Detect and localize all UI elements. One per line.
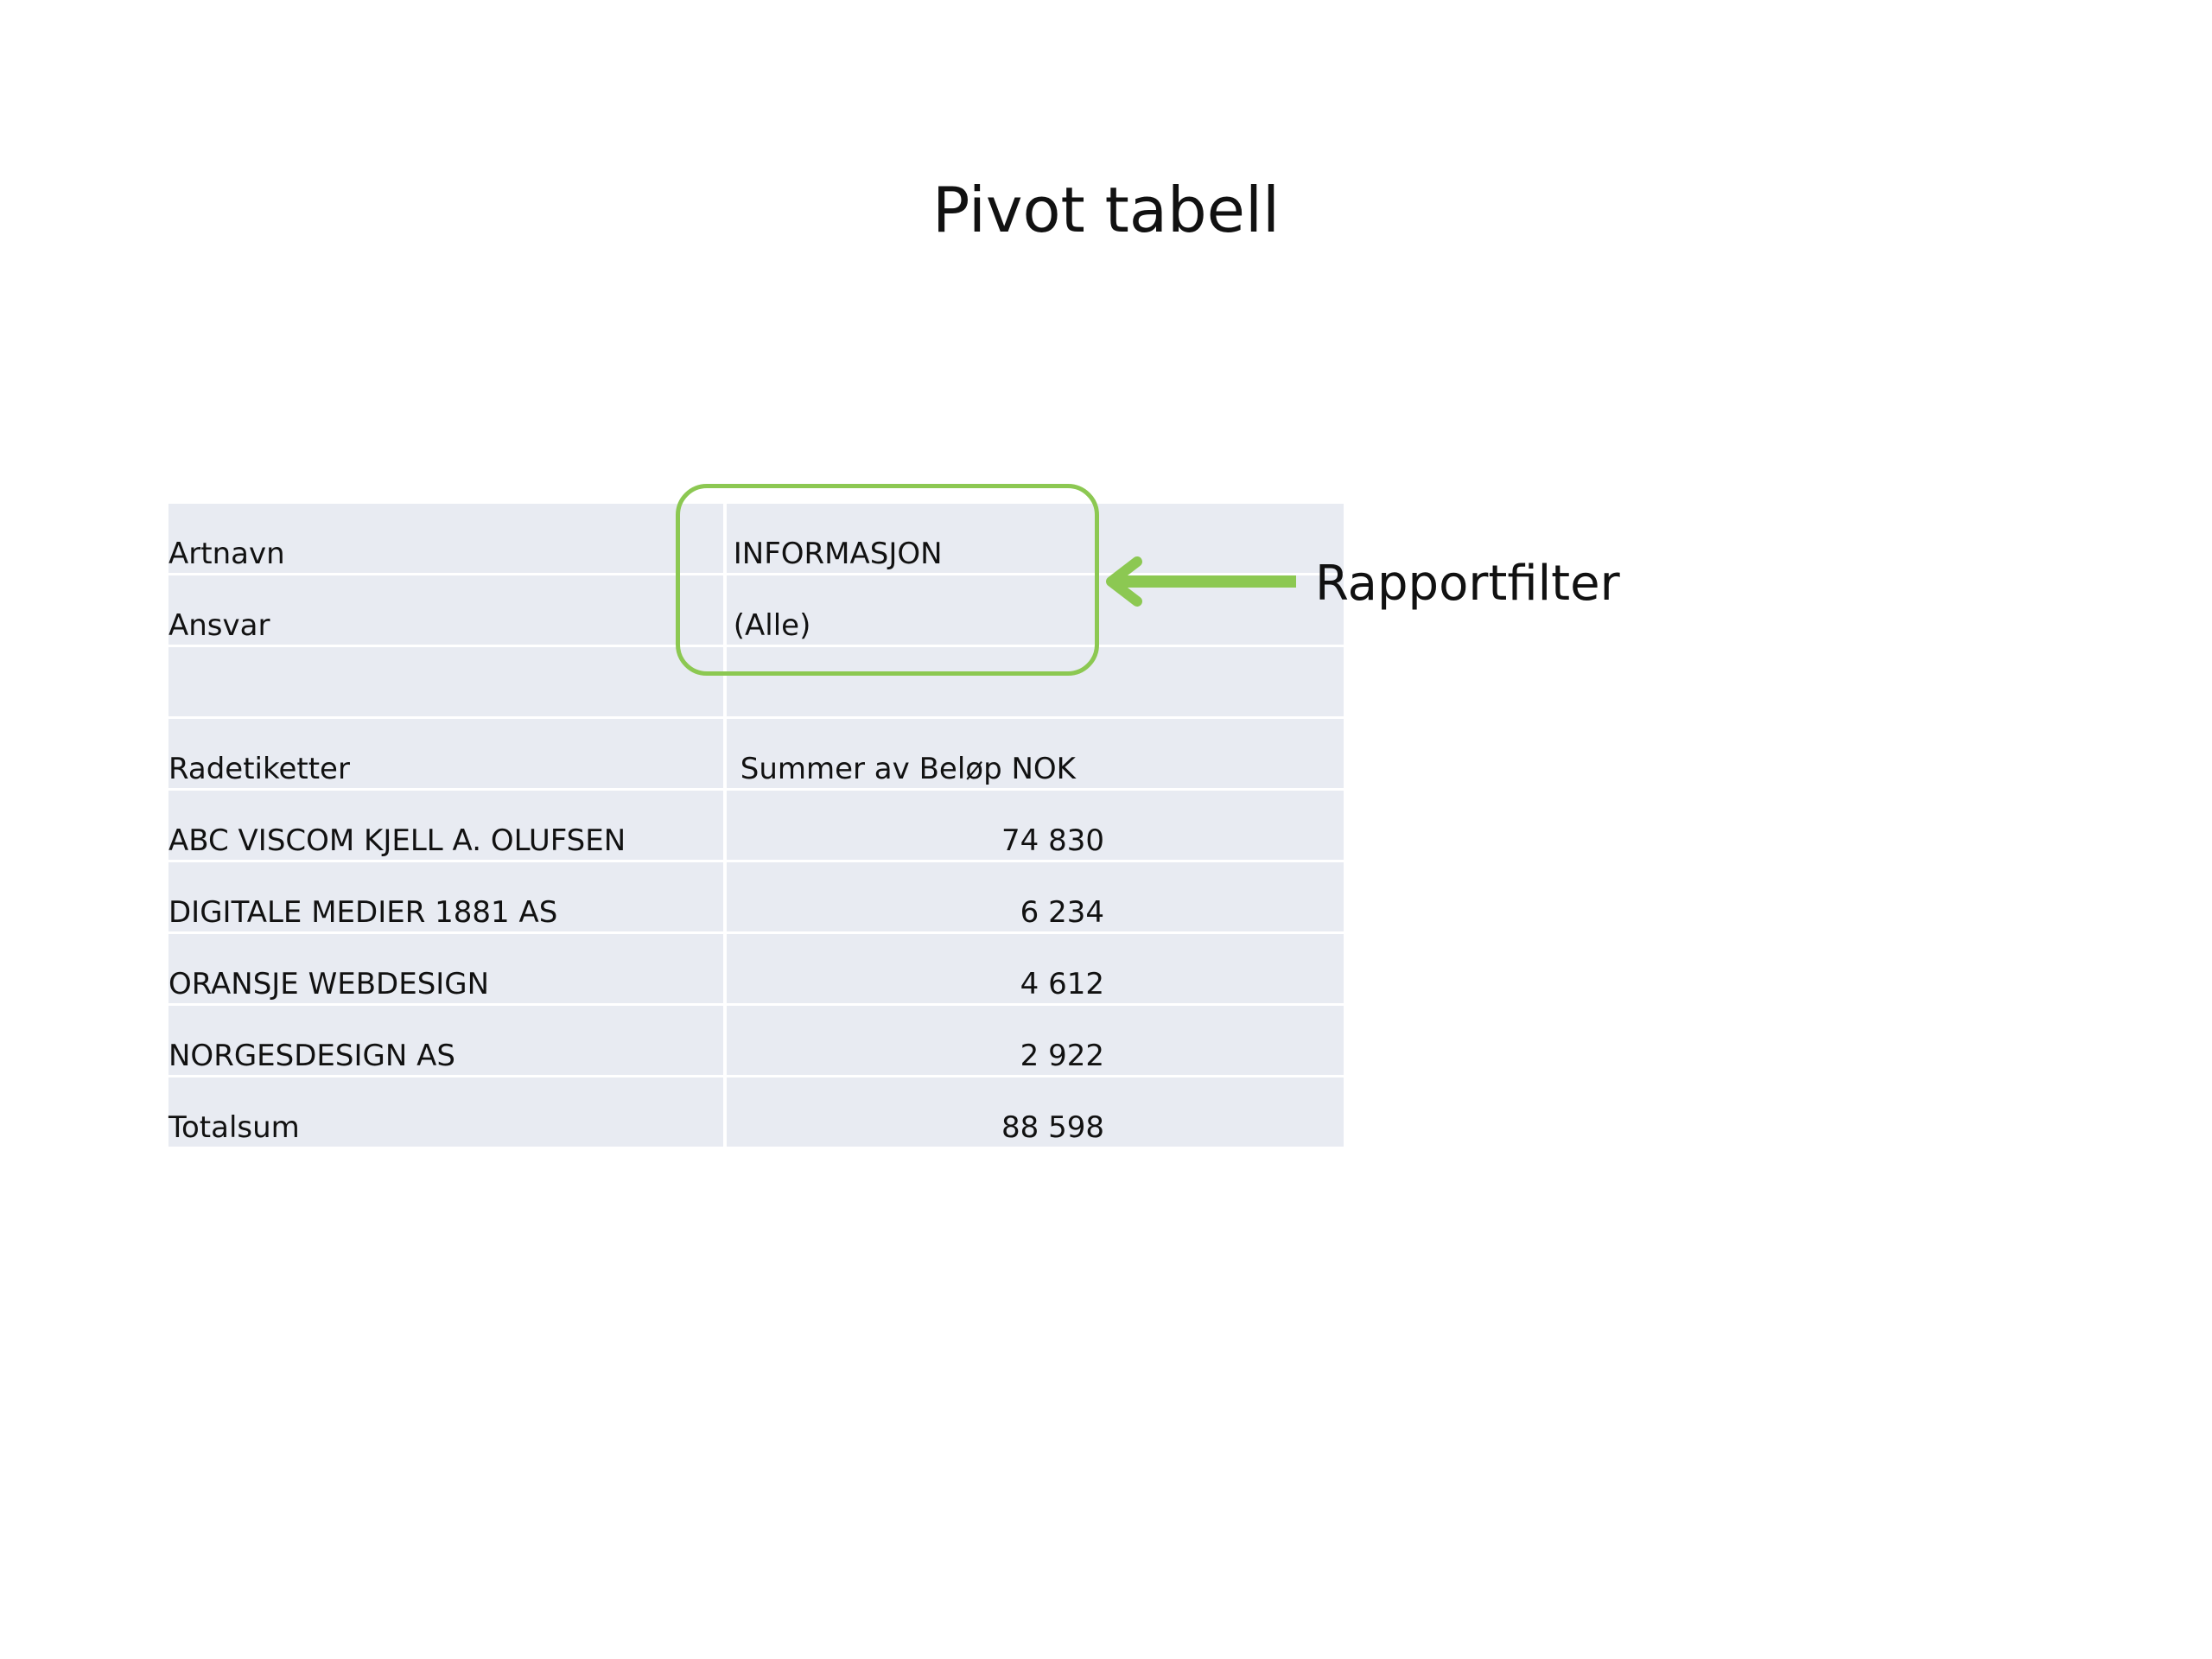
- row-labels-header[interactable]: Radetiketter: [168, 719, 727, 791]
- table-row: ABC VISCOM KJELL A. OLUFSEN 74 830: [168, 791, 1344, 862]
- arrow-left-icon: [1106, 556, 1296, 607]
- row-label: DIGITALE MEDIER 1881 AS: [168, 862, 727, 934]
- total-row: Totalsum 88 598: [168, 1077, 1344, 1147]
- slide-title: Pivot tabell: [932, 174, 1280, 246]
- row-label: ORANSJE WEBDESIGN: [168, 934, 727, 1006]
- row-value: 74 830: [726, 791, 1344, 862]
- filter-field-label: Ansvar: [168, 575, 727, 647]
- spacer-row: [168, 647, 1344, 719]
- row-label: ABC VISCOM KJELL A. OLUFSEN: [168, 791, 727, 862]
- filter-value-dropdown[interactable]: INFORMASJON: [726, 504, 1344, 575]
- value-header: Summer av Beløp NOK: [726, 719, 1344, 791]
- filter-row: Artnavn INFORMASJON: [168, 504, 1344, 575]
- table-row: ORANSJE WEBDESIGN 4 612: [168, 934, 1344, 1006]
- filter-row: Ansvar (Alle): [168, 575, 1344, 647]
- pivot-table: Artnavn INFORMASJON Ansvar (Alle) Radeti…: [168, 504, 1344, 1147]
- total-label: Totalsum: [168, 1077, 727, 1147]
- header-row: Radetiketter Summer av Beløp NOK: [168, 719, 1344, 791]
- table-row: NORGESDESIGN AS 2 922: [168, 1006, 1344, 1077]
- callout-label: Rapportfilter: [1315, 556, 1620, 612]
- row-label: NORGESDESIGN AS: [168, 1006, 727, 1077]
- row-value: 2 922: [726, 1006, 1344, 1077]
- empty-cell: [726, 647, 1344, 719]
- row-value: 4 612: [726, 934, 1344, 1006]
- row-value: 6 234: [726, 862, 1344, 934]
- filter-field-label: Artnavn: [168, 504, 727, 575]
- total-value: 88 598: [1001, 1110, 1104, 1145]
- filter-value-dropdown[interactable]: (Alle): [726, 575, 1344, 647]
- table-row: DIGITALE MEDIER 1881 AS 6 234: [168, 862, 1344, 934]
- empty-cell: [168, 647, 727, 719]
